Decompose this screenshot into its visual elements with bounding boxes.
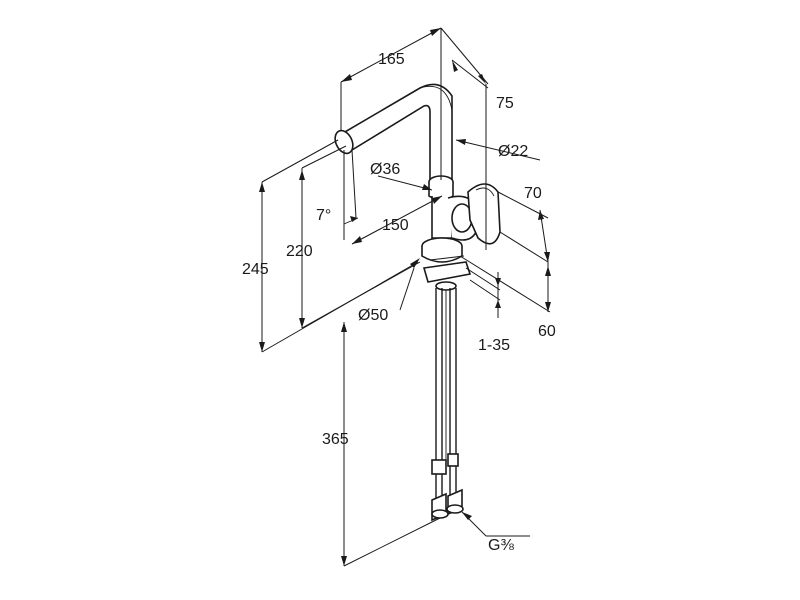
- label-d50: Ø50: [358, 307, 388, 324]
- label-220: 220: [286, 243, 313, 260]
- label-365: 365: [322, 431, 349, 448]
- label-70: 70: [524, 185, 542, 202]
- supply-hoses: [431, 288, 464, 522]
- label-75: 75: [496, 95, 514, 112]
- dim-150: [351, 195, 443, 245]
- label-60: 60: [538, 323, 556, 340]
- dim-d36: [377, 175, 433, 191]
- label-d36: Ø36: [370, 161, 400, 178]
- faucet-body: [428, 175, 477, 241]
- label-7deg: 7°: [316, 207, 331, 224]
- dim-220: [299, 145, 421, 329]
- label-165: 165: [378, 51, 405, 68]
- label-245: 245: [242, 261, 269, 278]
- dim-75: [440, 27, 489, 250]
- label-150: 150: [382, 217, 409, 234]
- dim-d22: [455, 139, 541, 161]
- dim-70: [497, 191, 550, 263]
- dim-thread: [461, 511, 530, 537]
- dim-60: [459, 255, 551, 313]
- dim-365: [341, 322, 441, 567]
- label-d22: Ø22: [498, 143, 528, 160]
- faucet-base: [421, 237, 472, 291]
- label-1-35: 1-35: [478, 337, 510, 354]
- dim-165: [340, 27, 442, 180]
- label-thread: G⅜: [488, 537, 514, 554]
- dim-d50: [399, 258, 420, 311]
- dim-7deg: [343, 149, 359, 240]
- dim-1-35: [465, 267, 501, 318]
